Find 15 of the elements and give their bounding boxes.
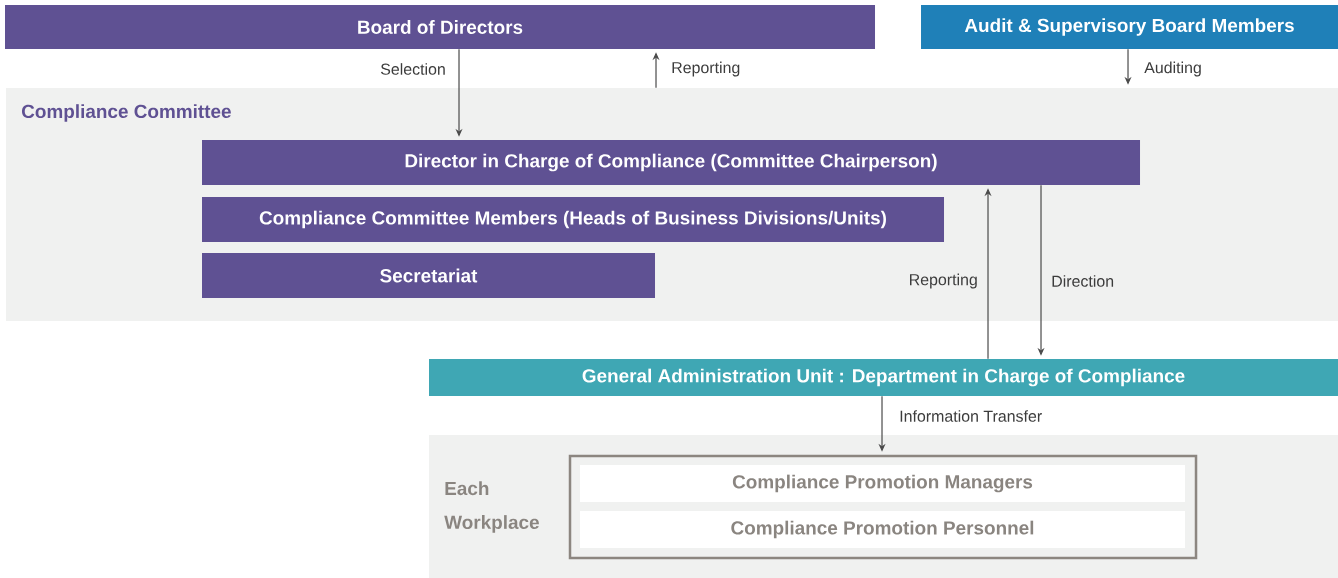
board-bar: Board of Directors bbox=[5, 5, 875, 49]
edge-label: Auditing bbox=[1144, 61, 1201, 77]
role-box: Compliance Promotion Managers bbox=[580, 465, 1185, 502]
role-bar: Secretariat bbox=[202, 253, 655, 298]
edge-label: Direction bbox=[1052, 275, 1114, 287]
role-bar: Director in Charge of Compliance (Committee Chairperson) bbox=[202, 140, 1140, 185]
outline-box bbox=[568, 454, 1198, 560]
edge-label: Reporting bbox=[672, 61, 740, 77]
edge-label: Information Transfer bbox=[900, 410, 1042, 422]
role-box: Compliance Promotion Personnel bbox=[580, 511, 1185, 548]
board-bar: Audit & Supervisory Board Members bbox=[921, 5, 1338, 49]
edge-label: Selection bbox=[380, 63, 445, 75]
department-bar: General Administration Unit : Department in Charge of Compliance bbox=[429, 359, 1338, 396]
edge-label: Reporting bbox=[910, 273, 977, 289]
role-bar: Compliance Committee Members (Heads of Business Divisions/Units) bbox=[202, 197, 944, 242]
